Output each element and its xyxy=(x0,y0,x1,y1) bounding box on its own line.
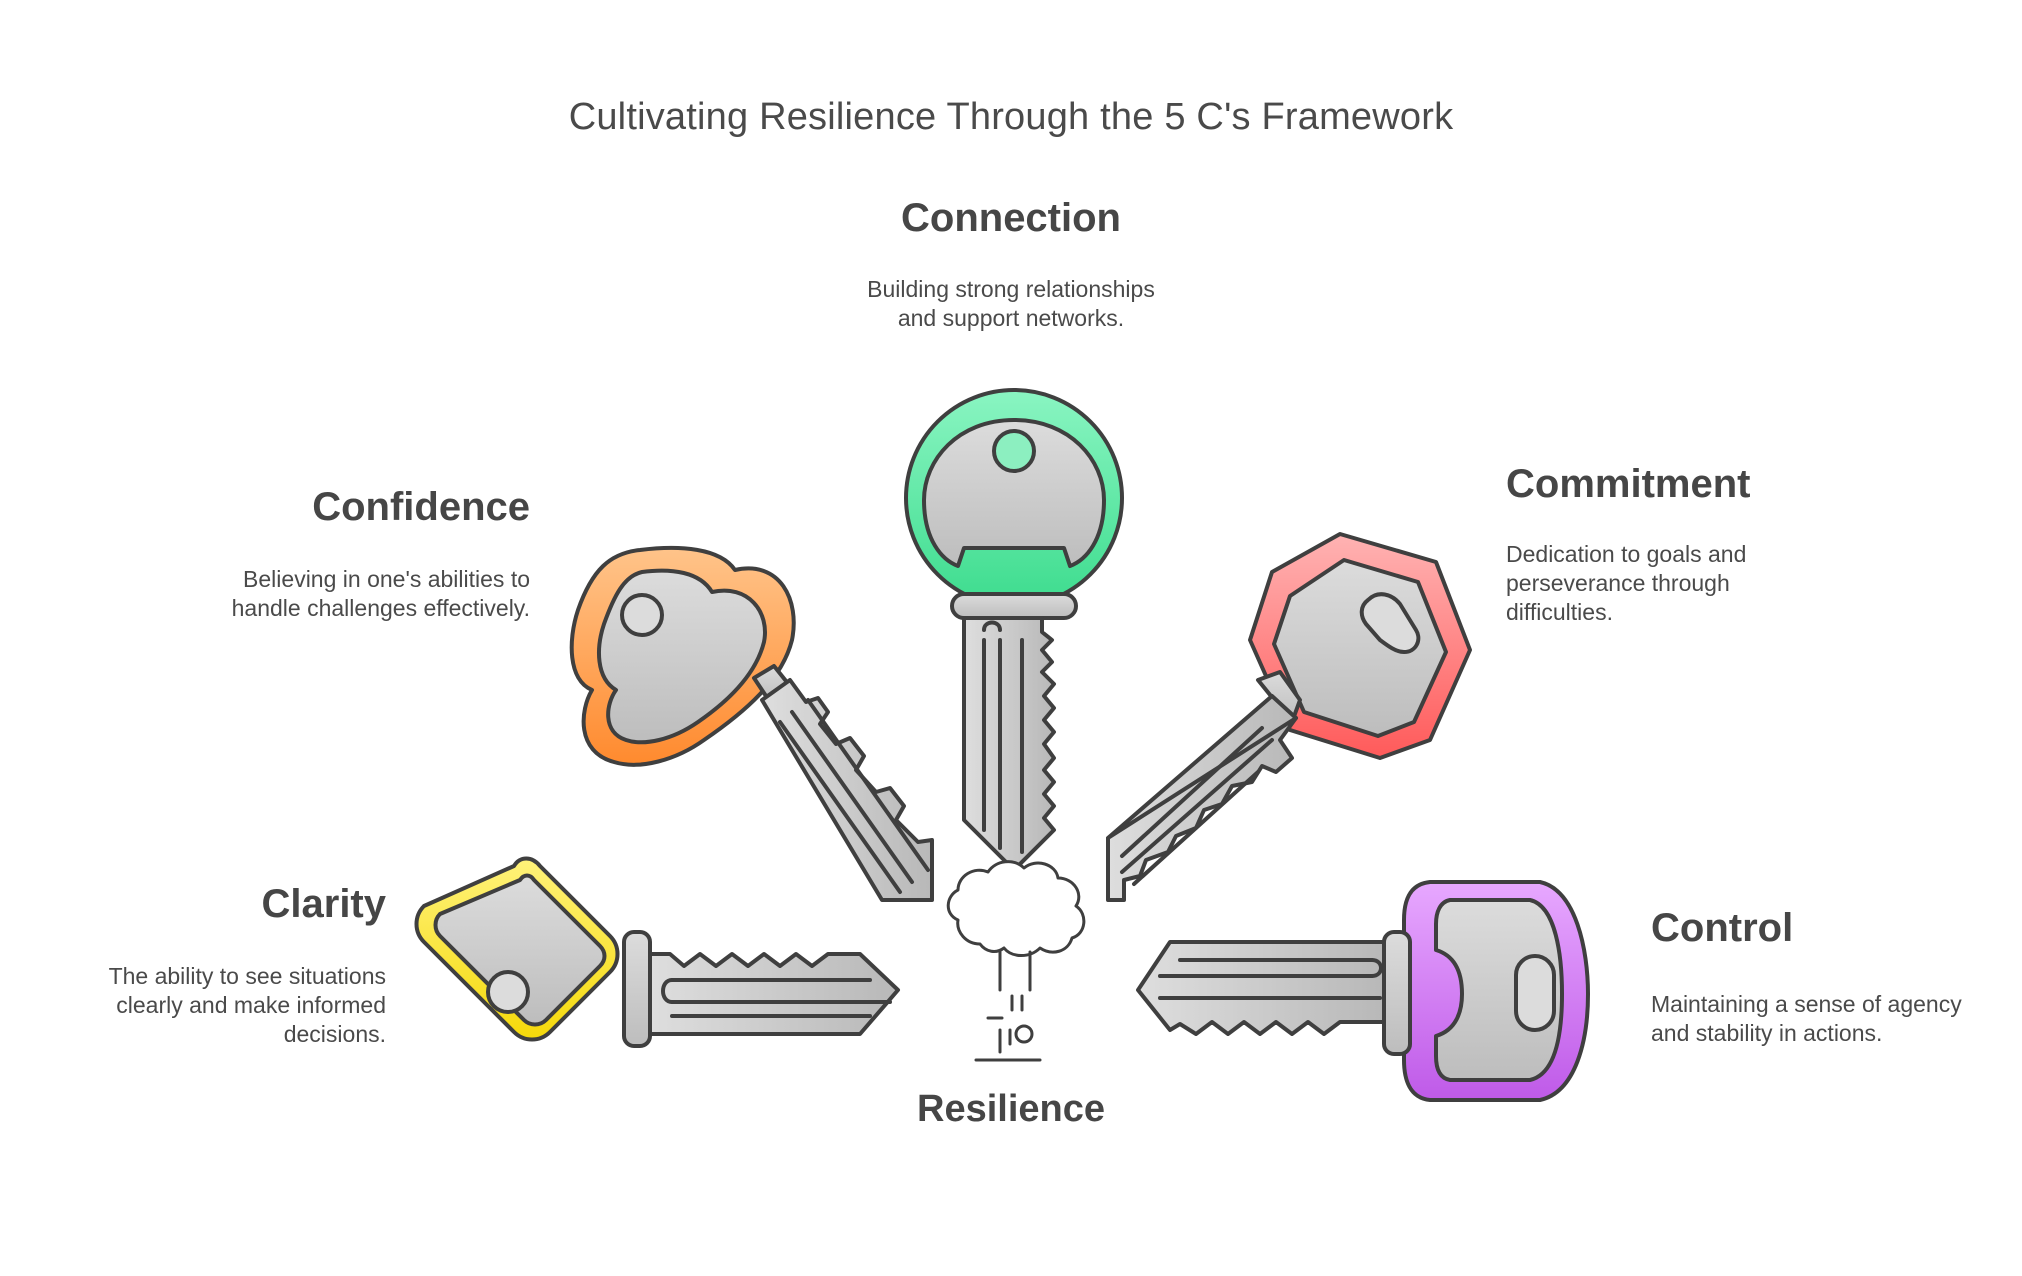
commitment-description: Dedication to goals and perseverance thr… xyxy=(1506,540,1906,627)
clarity-description-line: decisions. xyxy=(283,1021,386,1047)
control-heading: Control xyxy=(1651,906,1794,950)
control-key-icon xyxy=(1136,880,1590,1102)
confidence-description-line: Believing in one's abilities to xyxy=(243,566,530,592)
clarity-heading: Clarity xyxy=(261,882,387,926)
commitment-key-icon xyxy=(1106,532,1472,902)
clarity-description-line: clearly and make informed xyxy=(116,992,386,1018)
clarity-description: The ability to see situations clearly an… xyxy=(36,962,386,1049)
confidence-description: Believing in one's abilities to handle c… xyxy=(130,565,530,623)
connection-description: Building strong relationships and suppor… xyxy=(761,275,1261,333)
tree-icon xyxy=(946,860,1086,1062)
connection-description-line: Building strong relationships xyxy=(867,276,1155,302)
confidence-description-line: handle challenges effectively. xyxy=(231,595,530,621)
clarity-key-icon xyxy=(414,856,900,1048)
confidence-heading: Confidence xyxy=(312,485,530,529)
diagram-title: Cultivating Resilience Through the 5 C's… xyxy=(568,96,1454,138)
commitment-description-line: difficulties. xyxy=(1506,599,1613,625)
confidence-key-icon xyxy=(569,545,934,902)
control-description: Maintaining a sense of agency and stabil… xyxy=(1651,990,2011,1048)
commitment-heading: Commitment xyxy=(1506,462,1751,506)
connection-description-line: and support networks. xyxy=(897,305,1125,331)
commitment-description-line: perseverance through xyxy=(1506,570,1730,596)
control-description-line: and stability in actions. xyxy=(1651,1020,1883,1046)
connection-key-icon xyxy=(904,388,1124,872)
control-description-line: Maintaining a sense of agency xyxy=(1651,991,1962,1017)
connection-heading: Connection xyxy=(901,196,1121,240)
commitment-description-line: Dedication to goals and xyxy=(1506,541,1747,567)
clarity-description-line: The ability to see situations xyxy=(108,963,386,989)
resilience-label: Resilience xyxy=(917,1088,1105,1130)
